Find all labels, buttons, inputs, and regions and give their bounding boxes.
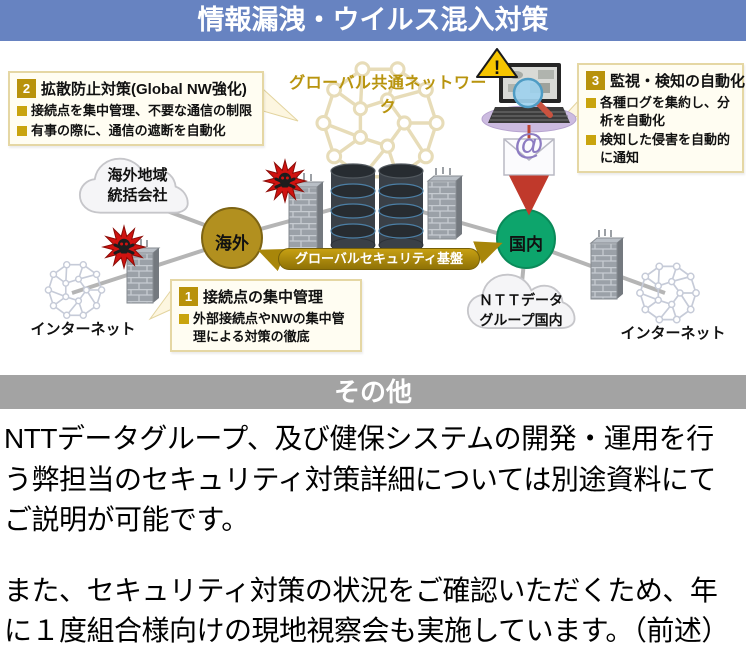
overseas-cloud-label: 海外地域 統括会社 [107,167,168,205]
magnifier-handle-icon [535,100,553,118]
paragraph-2: また、セキュリティ対策の状況をご確認いただくため、年に１度組合様向けの現地視察会… [4,574,729,647]
svg-text:!: ! [494,58,500,79]
bullet-square-icon [586,98,596,108]
body-text: NTTデータグループ、及び健保システムの開発・運用を行う弊担当のセキュリティ対策… [0,409,746,650]
callout-box-1: 1 接続点の集中管理 外部接続点やNWの集中管理による対策の徹底 [170,279,362,353]
monitoring-computer-icon: ! [476,48,577,133]
box2-bullet-2: 有事の際に、通信の遮断を自動化 [17,122,255,140]
overseas-circle [201,207,263,269]
box3-bullet-1: 各種ログを集約し、分析を自動化 [586,94,735,129]
domestic-circle-label: 国内 [509,235,543,254]
virus-skull-icon [262,158,308,204]
callout-box-2: 2 拡散防止対策(Global NW強化) 接続点を集中管理、不要な通信の制限 … [8,71,264,147]
internet-label-left: インターネット [30,321,136,338]
virus-skull-icon [101,224,147,270]
callout-box-3: 3 監視・検知の自動化 各種ログを集約し、分析を自動化 検知した侵害を自動的に通… [577,63,745,174]
bullet-square-icon [17,106,27,116]
box1-bullet-1: 外部接続点やNWの集中管理による対策の徹底 [179,310,353,345]
box2-number-badge: 2 [17,79,36,98]
box1-number-badge: 1 [179,287,198,306]
internet-label-right: インターネット [620,325,726,342]
ntt-cloud-label: ＮＴＴデータ グループ国内 [479,292,563,328]
section-title-security: 情報漏洩・ウイルス混入対策 [0,0,746,41]
magnifier-lens-icon [512,77,544,109]
security-diagram: ! @ グローバル共通ネットワーク 2 拡散防止対策(Global NW強化) … [0,41,746,375]
internet-mesh-right-icon [635,262,701,324]
section-title-other: その他 [0,375,746,409]
alert-mail-icon: @ [503,125,555,216]
diagram-graphics: ! @ [44,48,701,329]
bullet-square-icon [17,125,27,136]
box2-title: 2 拡散防止対策(Global NW強化) [17,78,255,99]
box1-title: 1 接続点の集中管理 [179,286,353,307]
box3-number-badge: 3 [586,71,605,90]
box3-title: 3 監視・検知の自動化 [586,70,745,91]
security-platform-pill: グローバルセキュリティ基盤 [278,248,480,270]
box3-bullet-2: 検知した侵害を自動的に通知 [586,131,735,166]
paragraph-1: NTTデータグループ、及び健保システムの開発・運用を行う弊担当のセキュリティ対策… [4,423,716,536]
bullet-square-icon [586,135,596,146]
overseas-circle-label: 海外 [215,234,249,253]
bullet-square-icon [179,314,189,324]
warning-triangle-icon [476,48,518,78]
svg-text:@: @ [514,128,543,161]
global-network-label: グローバル共通ネットワーク [289,75,487,116]
box2-bullet-1: 接続点を集中管理、不要な通信の制限 [17,102,255,120]
